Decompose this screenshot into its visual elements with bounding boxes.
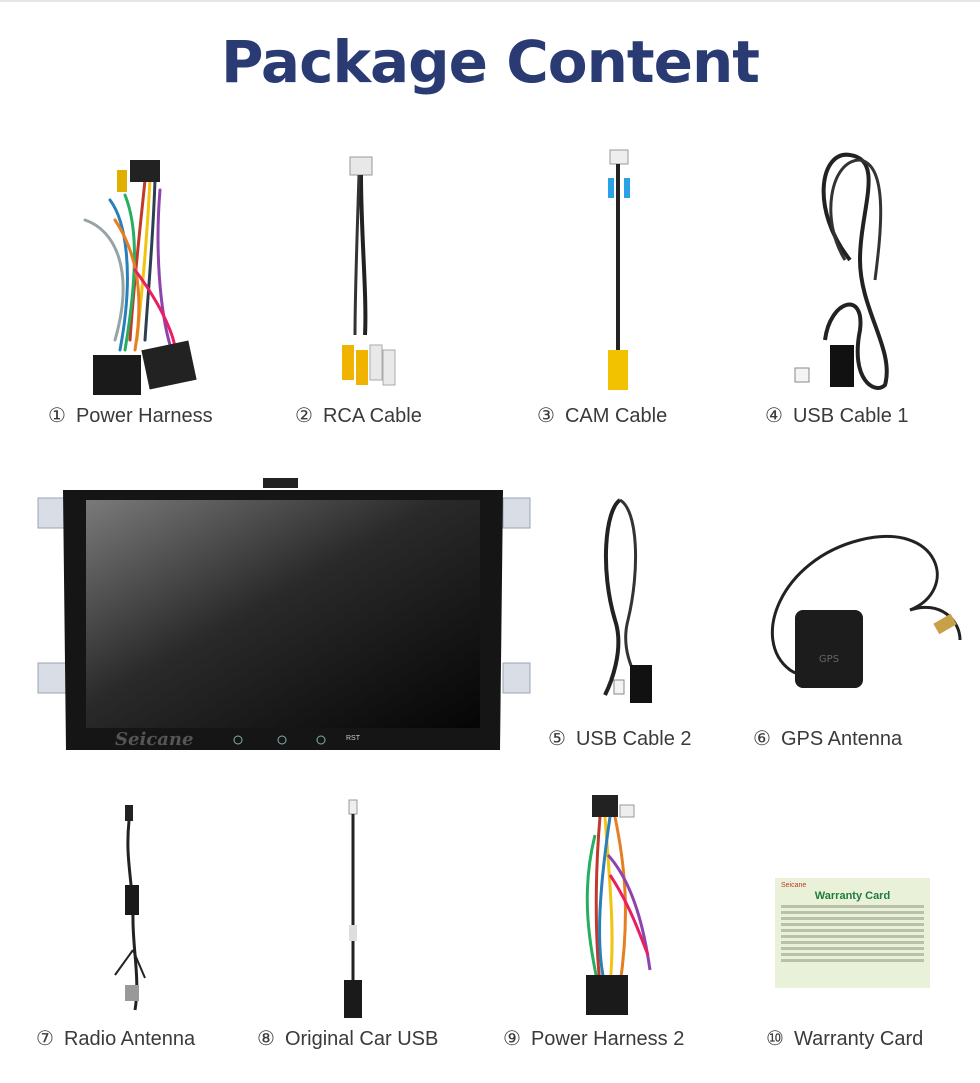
gps-antenna-image: GPS <box>771 534 962 688</box>
head-unit-brand: Seicane <box>115 729 194 750</box>
radio-antenna-image <box>114 805 146 1011</box>
power-harness-2-image <box>585 795 652 1015</box>
page-title: Package Content <box>220 28 760 96</box>
rca-cable-image <box>342 156 396 386</box>
head-unit-image <box>37 478 531 750</box>
usb-cable-2-image <box>603 498 652 703</box>
head-unit-rst-label: RST <box>346 735 360 742</box>
svg-text:GPS: GPS <box>819 654 839 665</box>
top-divider <box>0 0 980 2</box>
warranty-card-title: Warranty Card <box>814 890 891 902</box>
warranty-card-brand: Seicane <box>781 882 807 889</box>
warranty-card-image: Seicane Warranty Card <box>775 878 930 988</box>
power-harness-image <box>83 160 197 395</box>
cam-cable-image <box>608 149 630 390</box>
usb-cable-1-image <box>794 152 889 390</box>
original-car-usb-image <box>344 799 362 1018</box>
